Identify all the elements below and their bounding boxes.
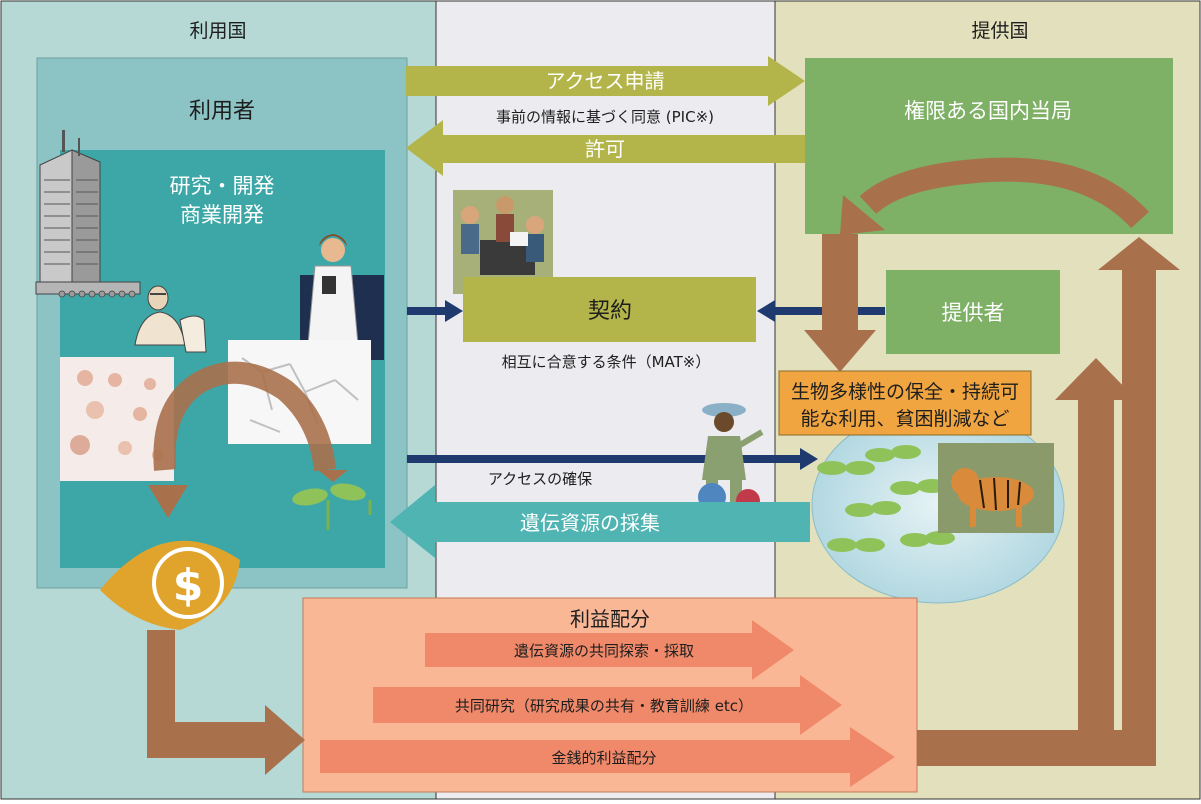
mat-label: 相互に合意する条件（MAT※） — [502, 353, 711, 371]
access-application-arrow — [406, 56, 805, 106]
permission-label: 許可 — [585, 137, 625, 161]
research-cycle-arrow — [148, 361, 348, 518]
collection-arrow — [390, 485, 810, 558]
lab-worker-icon — [134, 285, 207, 353]
research-activity-line1: 研究・開発 — [170, 174, 275, 198]
meeting-icon — [453, 190, 553, 294]
pic-label: 事前の情報に基づく同意 (PIC※) — [496, 108, 714, 126]
permission-arrow — [406, 120, 805, 176]
provider-label: 提供者 — [942, 301, 1005, 325]
user-to-benefit-arrow — [147, 630, 305, 775]
benefit-sharing-title: 利益配分 — [570, 607, 650, 631]
benefit-to-authority-arrow — [1098, 237, 1180, 766]
conservation-box — [778, 370, 1032, 436]
contract-box — [463, 277, 756, 342]
user-country-label: 利用国 — [189, 20, 246, 42]
tiger-icon — [938, 443, 1054, 533]
authority-to-pool-arrow — [804, 234, 876, 372]
benefit-item-1: 遺伝資源の共同探索・採取 — [514, 642, 694, 660]
sprout-icon — [292, 483, 372, 530]
contract-arrow-left — [407, 300, 463, 322]
conservation-line2: 能な利用、貧困削減など — [800, 408, 1009, 430]
benefit-item-2: 共同研究（研究成果の共有・教育訓練 etc） — [455, 697, 753, 715]
benefit-item-3: 金銭的利益配分 — [551, 749, 656, 767]
provider-box — [886, 270, 1060, 354]
contract-label: 契約 — [588, 299, 632, 324]
benefit-item-arrow-2 — [373, 675, 842, 735]
authority-cycle-arrow — [840, 157, 1149, 235]
building-icon — [35, 130, 141, 298]
user-box-title: 利用者 — [189, 99, 255, 124]
access-application-label: アクセス申請 — [546, 69, 665, 93]
provider-country-label: 提供国 — [971, 20, 1028, 42]
dollar-icon: $ — [100, 540, 240, 630]
benefit-to-provider-arrow — [917, 358, 1137, 766]
access-secured-arrow — [407, 448, 818, 470]
authority-label: 権限ある国内当局 — [904, 99, 1072, 123]
benefit-item-arrow-3 — [320, 727, 895, 787]
access-secured-label: アクセスの確保 — [488, 470, 592, 488]
research-activity-line2: 商業開発 — [180, 203, 264, 227]
collection-label: 遺伝資源の採集 — [520, 511, 660, 535]
benefit-item-arrow-1 — [425, 620, 794, 680]
conservation-line1: 生物多様性の保全・持続可 — [791, 381, 1019, 403]
svg-text:$: $ — [173, 560, 204, 611]
